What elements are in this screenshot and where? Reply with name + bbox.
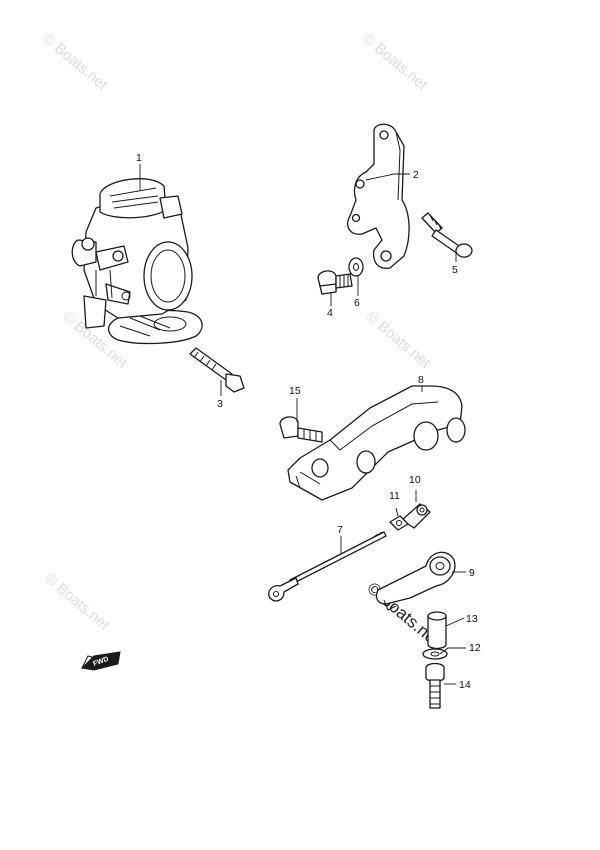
washer-12: [422, 648, 448, 660]
callout-13: 13: [466, 613, 478, 625]
callout-3: 3: [217, 398, 223, 410]
leader-lines: [139, 164, 466, 685]
callout-1: 1: [136, 152, 142, 164]
watermark-group: © Boats.net © Boats.net © Boats.net © Bo…: [39, 30, 444, 650]
throttle-body: [71, 178, 203, 345]
rod-end-10: [401, 503, 431, 529]
nut-11: [389, 515, 409, 531]
watermark-text: © Boats.net: [41, 570, 113, 634]
callout-2: 2: [413, 169, 419, 181]
bolt-5: [421, 212, 473, 258]
callout-4: 4: [327, 307, 333, 319]
lever-bracket: [287, 385, 466, 501]
watermark-text: © Boats.net: [359, 30, 431, 94]
callout-6: 6: [354, 297, 360, 309]
bolt-3: [189, 347, 245, 393]
bolt-14: [425, 662, 445, 709]
lever-9: [375, 551, 456, 611]
watermark-text: © Boats.net: [362, 308, 434, 372]
callout-labels: 1 2 3 4 5 6 7 8 9 10 11 12 13 14 15: [136, 152, 481, 691]
callout-15: 15: [289, 385, 301, 397]
callout-11: 11: [389, 490, 400, 502]
bolt-4: [317, 270, 353, 295]
callout-12: 12: [469, 642, 481, 654]
throttle-rod: [268, 531, 387, 602]
callout-8: 8: [418, 374, 424, 386]
watermark-text: © Boats.net: [39, 30, 111, 94]
fwd-direction-marker: FWD: [80, 651, 121, 671]
callout-5: 5: [452, 264, 458, 276]
bolt-15: [279, 416, 323, 443]
collar-13: [427, 611, 447, 650]
bracket: [347, 123, 410, 269]
callout-9: 9: [469, 567, 475, 579]
washer-6: [348, 257, 364, 277]
callout-14: 14: [459, 679, 471, 691]
callout-10: 10: [409, 474, 421, 486]
callout-7: 7: [337, 524, 343, 536]
